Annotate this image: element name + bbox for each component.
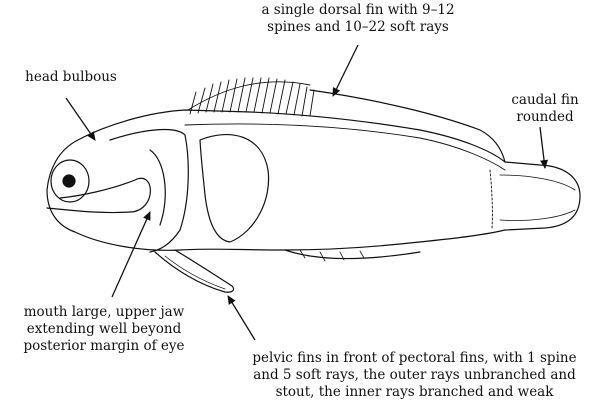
- mouth-line: [47, 208, 130, 213]
- soft-dorsal-fin: [310, 90, 505, 162]
- label-caudal-fin: caudal fin rounded: [500, 92, 590, 126]
- label-head-line-1: head bulbous: [16, 69, 126, 86]
- label-head: head bulbous: [16, 69, 126, 86]
- pointer-dorsal: [333, 45, 358, 96]
- pointer-caudal: [540, 127, 545, 168]
- label-dorsal-line-2: spines and 10–22 soft rays: [248, 19, 468, 36]
- body-outline: [47, 110, 580, 250]
- caudal-fin-rays: [500, 175, 575, 221]
- eye-pupil: [63, 175, 75, 187]
- pelvic-fin-ray: [165, 256, 225, 289]
- label-mouth-line-1: mouth large, upper jaw: [4, 304, 204, 321]
- lateral-line: [185, 124, 505, 170]
- caudal-base: [490, 170, 492, 228]
- pelvic-fin: [155, 250, 234, 292]
- label-dorsal-fin: a single dorsal fin with 9–12 spines and…: [248, 2, 468, 36]
- label-dorsal-line-1: a single dorsal fin with 9–12: [248, 2, 468, 19]
- label-mouth: mouth large, upper jaw extending well be…: [4, 304, 204, 355]
- pointer-mouth: [112, 212, 150, 297]
- label-pelvic-line-2: and 5 soft rays, the outer rays unbranch…: [232, 367, 597, 384]
- label-caudal-line-1: caudal fin: [500, 92, 590, 109]
- label-mouth-line-3: posterior margin of eye: [4, 338, 204, 355]
- label-pelvic-fins: pelvic fins in front of pectoral fins, w…: [232, 350, 597, 401]
- label-pelvic-line-1: pelvic fins in front of pectoral fins, w…: [232, 350, 597, 367]
- label-pelvic-line-3: stout, the inner rays branched and weak: [232, 384, 597, 401]
- pectoral-fin: [200, 135, 269, 242]
- pointer-head: [66, 98, 95, 140]
- operculum: [110, 130, 188, 252]
- anal-fin: [285, 250, 420, 259]
- preoperculum: [150, 150, 165, 225]
- label-caudal-line-2: rounded: [500, 109, 590, 126]
- label-mouth-line-2: extending well beyond: [4, 321, 204, 338]
- pointer-pelvic: [228, 296, 255, 340]
